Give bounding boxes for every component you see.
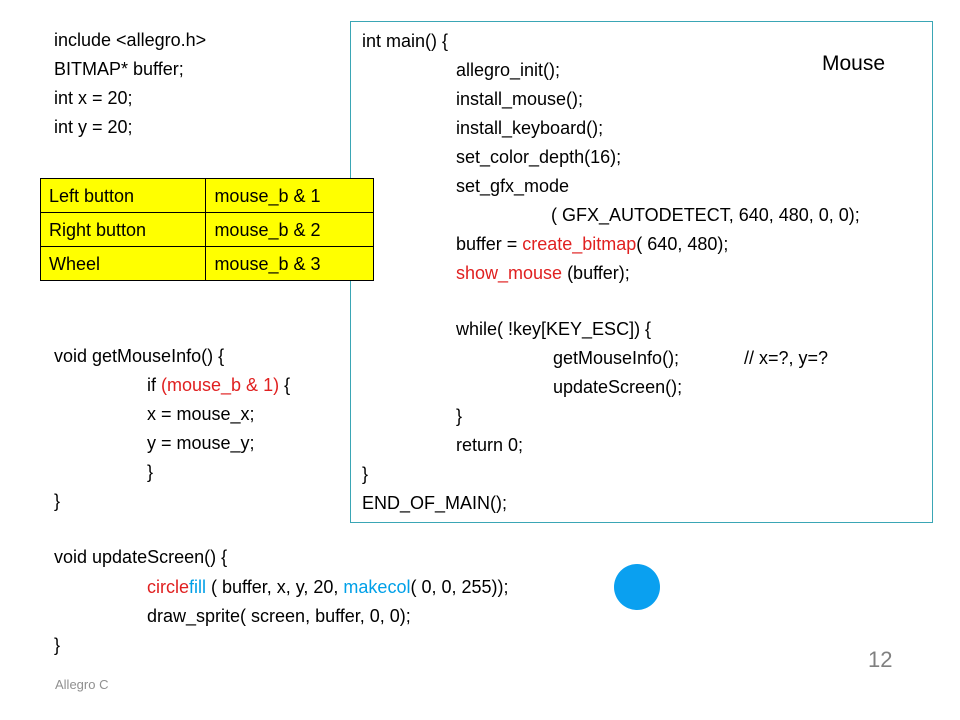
table-cell-expr: mouse_b & 1 bbox=[205, 178, 374, 213]
table-cell-expr: mouse_b & 3 bbox=[205, 246, 374, 281]
page-number: 12 bbox=[868, 647, 893, 672]
code-line-gfx-mode-args: ( GFX_AUTODETECT, 640, 480, 0, 0); bbox=[551, 205, 860, 225]
code-line-show-mouse: show_mouse (buffer); bbox=[456, 261, 630, 285]
slide-title: Mouse bbox=[822, 52, 886, 75]
code-line-y: int y = 20; bbox=[54, 117, 133, 137]
code-token-makecol-args: ( 0, 0, 255)); bbox=[410, 577, 509, 597]
code-token-condition: (mouse_b & 1) bbox=[161, 375, 280, 395]
code-line-create-bitmap: buffer = create_bitmap( 640, 480); bbox=[456, 232, 728, 256]
code-token-makecol: makecol bbox=[343, 577, 411, 597]
code-line-getmouseinfo-close: } bbox=[54, 491, 61, 511]
code-token-show-mouse-args: (buffer); bbox=[562, 263, 630, 283]
code-token-circle: circle bbox=[147, 577, 190, 597]
code-line-assign-x: x = mouse_x; bbox=[147, 404, 255, 424]
code-token-circlefill-args: ( buffer, x, y, 20, bbox=[206, 577, 344, 597]
code-line-call-updatescreen: updateScreen(); bbox=[553, 377, 683, 397]
code-line-comment: // x=?, y=? bbox=[744, 348, 829, 368]
code-line-install-mouse: install_mouse(); bbox=[456, 89, 584, 109]
table-row: Left button mouse_b & 1 bbox=[39, 178, 374, 213]
code-line-main-decl: int main() { bbox=[362, 31, 449, 51]
table-cell-button: Left button bbox=[39, 178, 207, 213]
table-row: Right button mouse_b & 2 bbox=[39, 212, 374, 247]
blue-circle-illustration bbox=[614, 564, 660, 610]
code-line-getmouseinfo-decl: void getMouseInfo() { bbox=[54, 346, 225, 366]
code-line-assign-y: y = mouse_y; bbox=[147, 433, 255, 453]
code-line-buffer: BITMAP* buffer; bbox=[54, 59, 184, 79]
code-line-return: return 0; bbox=[456, 435, 524, 455]
table-cell-button: Wheel bbox=[39, 246, 207, 281]
table-cell-button: Right button bbox=[39, 212, 207, 247]
code-line-while-close: } bbox=[456, 406, 463, 426]
code-line-install-keyboard: install_keyboard(); bbox=[456, 118, 604, 138]
code-token-show-mouse: show_mouse bbox=[456, 263, 563, 283]
code-line-main-close: } bbox=[362, 464, 369, 484]
code-line-while: while( !key[KEY_ESC]) { bbox=[456, 319, 652, 339]
mouse-button-table: Left button mouse_b & 1 Right button mou… bbox=[39, 178, 374, 281]
code-line-include: include <allegro.h> bbox=[54, 30, 207, 50]
code-line-if: if (mouse_b & 1) { bbox=[147, 373, 290, 397]
code-line-updatescreen-close: } bbox=[54, 635, 61, 655]
code-token-if: if bbox=[147, 375, 162, 395]
code-line-color-depth: set_color_depth(16); bbox=[456, 147, 622, 167]
code-line-end-of-main: END_OF_MAIN(); bbox=[362, 493, 508, 513]
table-row: Wheel mouse_b & 3 bbox=[39, 246, 374, 281]
code-line-updatescreen-decl: void updateScreen() { bbox=[54, 547, 228, 567]
code-line-allegro-init: allegro_init(); bbox=[456, 60, 561, 80]
code-line-circlefill: circlefill ( buffer, x, y, 20, makecol( … bbox=[147, 575, 509, 599]
code-line-if-close: } bbox=[147, 462, 154, 482]
table-cell-expr: mouse_b & 2 bbox=[205, 212, 374, 247]
code-line-call-getmouseinfo: getMouseInfo(); bbox=[553, 348, 680, 368]
code-token-create-bitmap: create_bitmap bbox=[522, 234, 637, 254]
code-token-buffer-assign: buffer = bbox=[456, 234, 523, 254]
code-line-gfx-mode: set_gfx_mode bbox=[456, 176, 570, 196]
code-token-fill: fill bbox=[189, 577, 207, 597]
code-token-brace: { bbox=[279, 375, 291, 395]
code-token-create-bitmap-args: ( 640, 480); bbox=[636, 234, 729, 254]
code-line-draw-sprite: draw_sprite( screen, buffer, 0, 0); bbox=[147, 606, 411, 626]
footer-text: Allegro C bbox=[55, 677, 109, 692]
code-line-x: int x = 20; bbox=[54, 88, 133, 108]
